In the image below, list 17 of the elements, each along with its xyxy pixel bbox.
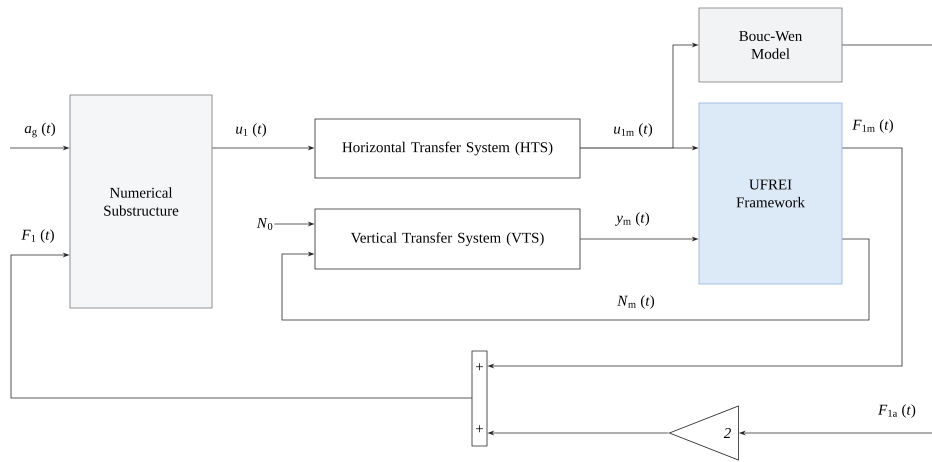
edge-label: a$_{g}$ (t) — [24, 122, 56, 138]
edge-label: y$_{m}$ (t) — [615, 212, 650, 226]
numerical-substructure-box: Numerical Substructure — [70, 94, 212, 308]
arrow — [10, 252, 472, 398]
edge-label: u$_{1m}$ (t) — [614, 123, 652, 137]
edge-label: F$_{1m}$ (t) — [852, 119, 893, 133]
summing-junction: + + — [472, 350, 488, 446]
edge-label: F$_{1a}$ (t) — [878, 404, 916, 418]
input-label: N$_{0}$ — [256, 218, 272, 230]
process-box: Vertical Transfer System (VTS) — [314, 208, 580, 270]
process-box: Horizontal Transfer System (HTS) — [314, 118, 580, 178]
edge-label: N$_{m}$ (t) — [617, 295, 654, 309]
framework-box: UFREI Framework — [698, 102, 842, 284]
edge-label: u$_{1}$ (t) — [236, 123, 266, 137]
edge-label: F$_{1}$ (t) — [21, 229, 54, 243]
model-box: Bouc-Wen Model — [698, 8, 842, 82]
arrow — [282, 238, 870, 320]
